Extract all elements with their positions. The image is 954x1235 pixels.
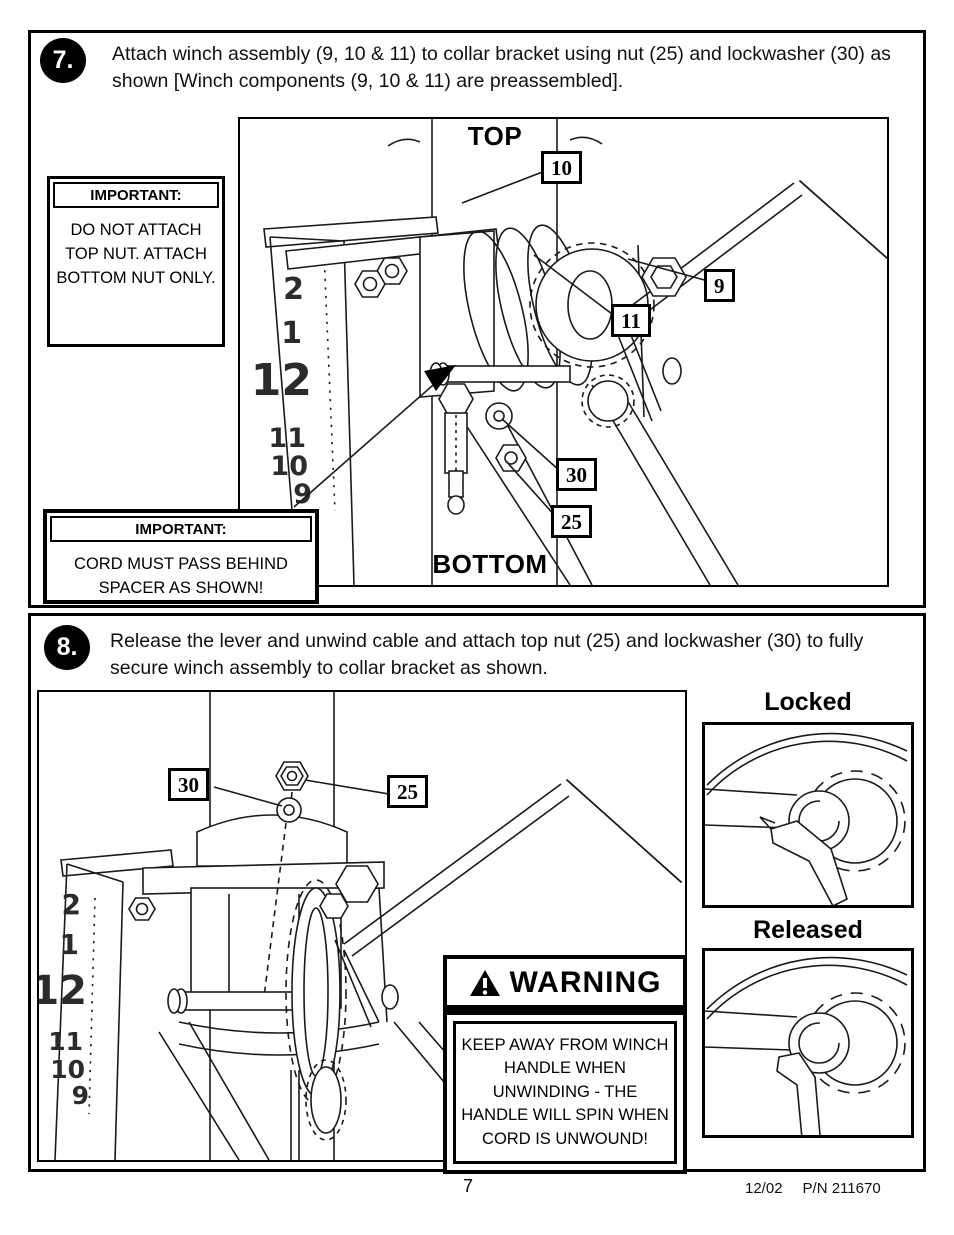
svg-text:10: 10 [50, 1055, 85, 1084]
locked-label: Locked [764, 688, 852, 716]
height-scale-drawing: 2 1 12 11 10 9 [251, 216, 439, 585]
step7-instruction-text: Attach winch assembly (9, 10 & 11) to co… [112, 43, 891, 93]
important-body: CORD MUST PASS BEHIND SPACER AS SHOWN! [74, 555, 288, 597]
footer-date: 12/02 [745, 1180, 783, 1197]
svg-text:2: 2 [62, 888, 81, 921]
step7-number-badge: 7. [40, 38, 86, 83]
svg-text:2: 2 [283, 272, 304, 307]
warning-body-text: KEEP AWAY FROM WINCH HANDLE WHEN UNWINDI… [453, 1021, 677, 1165]
callout-11: 11 [611, 304, 651, 337]
warning-triangle-icon [469, 969, 500, 996]
warning-title: WARNING [509, 966, 662, 999]
callout-leader-lines [461, 170, 709, 518]
axle-drawing [429, 362, 635, 428]
collar-drawing [196, 814, 348, 867]
callout-9: 9 [704, 269, 735, 302]
warning-header: WARNING [447, 959, 683, 1005]
footer-right: 12/02 P/N 211670 [745, 1180, 881, 1197]
important-title: IMPORTANT: [50, 516, 312, 542]
lockwasher-drawing [263, 797, 302, 998]
top-nut-drawing [275, 761, 309, 803]
winch-secure-line-art: 2 1 12 11 10 9 [39, 692, 682, 1160]
step8-number-badge: 8. [44, 625, 90, 670]
cord-path-arrow [293, 365, 456, 508]
svg-text:11: 11 [268, 423, 306, 454]
nut-drawing [495, 444, 527, 472]
svg-text:9: 9 [293, 479, 312, 510]
page-number: 7 [463, 1176, 474, 1196]
mounting-bolt-drawing [438, 383, 474, 515]
warning-divider [447, 1005, 683, 1015]
warning-box: WARNING KEEP AWAY FROM WINCH HANDLE WHEN… [443, 955, 687, 1175]
step8-section: 8. Release the lever and unwind cable an… [28, 613, 926, 1175]
ratchet-gear-drawing [285, 879, 347, 1141]
important-body: DO NOT ATTACH TOP NUT. ATTACH BOTTOM NUT… [56, 221, 216, 287]
svg-text:1: 1 [60, 928, 79, 961]
callout-30: 30 [556, 458, 597, 491]
important-note-top-nut: IMPORTANT: DO NOT ATTACH TOP NUT. ATTACH… [47, 176, 225, 347]
height-scale-drawing: 2 1 12 11 10 9 [39, 849, 174, 1160]
released-label: Released [753, 916, 863, 944]
svg-text:12: 12 [251, 355, 312, 406]
collar-bracket-drawing [285, 228, 645, 418]
step7-section: 7. Attach winch assembly (9, 10 & 11) to… [28, 30, 926, 608]
locked-ratchet-line-art [704, 732, 908, 908]
callout-30: 30 [168, 768, 209, 801]
winch-handle-drawing [334, 779, 682, 1028]
top-label: TOP [467, 121, 523, 151]
bolt-head-drawing [319, 865, 379, 919]
svg-text:12: 12 [39, 968, 87, 1014]
callout-25: 25 [551, 505, 592, 538]
winch-secure-diagram: 2 1 12 11 10 9 [37, 690, 687, 1162]
step8-instruction-text: Release the lever and unwind cable and a… [110, 630, 864, 680]
released-detail-panel [702, 948, 914, 1150]
bottom-label: BOTTOM [432, 549, 548, 579]
important-title: IMPORTANT: [53, 182, 219, 208]
svg-text:1: 1 [281, 316, 302, 351]
locked-detail-panel [702, 722, 914, 908]
footer-part-number: P/N 211670 [802, 1180, 881, 1197]
callout-25: 25 [387, 775, 428, 808]
released-ratchet-line-art [704, 956, 908, 1150]
winch-handle-drawing [613, 180, 887, 422]
svg-text:11: 11 [48, 1027, 83, 1056]
svg-text:9: 9 [72, 1081, 89, 1110]
winch-attachment-diagram: 2 1 12 11 10 9 [238, 117, 889, 587]
important-note-cord: IMPORTANT: CORD MUST PASS BEHIND SPACER … [43, 509, 319, 604]
pawl-engaged [770, 820, 848, 908]
callout-leader-lines [213, 779, 390, 807]
callout-10: 10 [541, 151, 582, 184]
tripod-leg-drawing [461, 384, 739, 585]
svg-text:10: 10 [270, 451, 308, 482]
